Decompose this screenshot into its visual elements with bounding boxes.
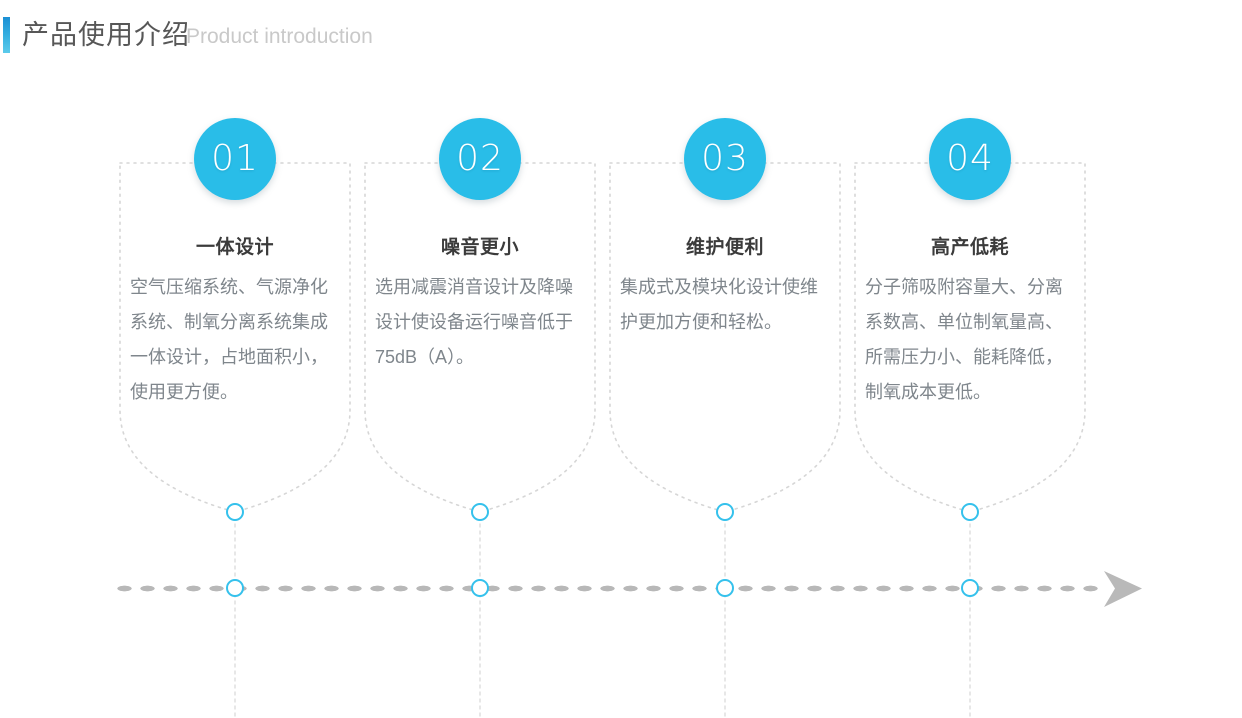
card-number-label: 03 [701,138,749,179]
timeline-axis [0,571,1242,618]
card-vertical-connector [234,522,236,718]
slide-header: 产品使用介绍 Product introduction [0,0,1242,72]
card-title: 高产低耗 [930,237,1009,258]
feature-card-01[interactable]: 01 一体设计 空气压缩系统、气源净化系统、制氧分离系统集成一体设计，占地面积小… [118,118,352,718]
page-title: 产品使用介绍 [22,20,190,50]
card-body-text: 选用减震消音设计及降噪设计使设备运行噪音低于75dB（A）。 [375,277,573,367]
page-subtitle: Product introduction [186,25,373,48]
card-title: 一体设计 [195,237,274,258]
card-title: 噪音更小 [440,237,519,258]
card-body-text: 集成式及模块化设计使维护更加方便和轻松。 [620,277,818,332]
card-number-label: 02 [456,138,504,179]
feature-card-04[interactable]: 04 高产低耗 分子筛吸附容量大、分离系数高、单位制氧量高、所需压力小、能耗降低… [853,118,1087,718]
card-tip-node [471,503,489,521]
card-vertical-connector [969,522,971,718]
card-tip-node [961,503,979,521]
feature-card-02[interactable]: 02 噪音更小 选用减震消音设计及降噪设计使设备运行噪音低于75dB（A）。 [363,118,597,718]
card-tip-node [226,503,244,521]
header-accent-bar [3,17,10,53]
timeline-node-01[interactable] [226,579,244,597]
card-number-badge: 04 [929,118,1011,200]
card-body-text: 分子筛吸附容量大、分离系数高、单位制氧量高、所需压力小、能耗降低，制氧成本更低。 [865,277,1063,402]
card-number-badge: 02 [439,118,521,200]
card-number-badge: 01 [194,118,276,200]
card-number-label: 04 [946,138,994,179]
card-vertical-connector [724,522,726,718]
feature-card-03[interactable]: 03 维护便利 集成式及模块化设计使维护更加方便和轻松。 [608,118,842,718]
card-title: 维护便利 [685,237,764,258]
card-shield-outline [608,140,842,540]
timeline-dotted-line [113,584,1103,593]
arrow-right-icon [1100,567,1146,611]
timeline-node-02[interactable] [471,579,489,597]
card-number-label: 01 [211,138,259,179]
card-body-text: 空气压缩系统、气源净化系统、制氧分离系统集成一体设计，占地面积小，使用更方便。 [130,277,328,402]
card-vertical-connector [479,522,481,718]
timeline-node-04[interactable] [961,579,979,597]
timeline-node-03[interactable] [716,579,734,597]
card-number-badge: 03 [684,118,766,200]
card-tip-node [716,503,734,521]
